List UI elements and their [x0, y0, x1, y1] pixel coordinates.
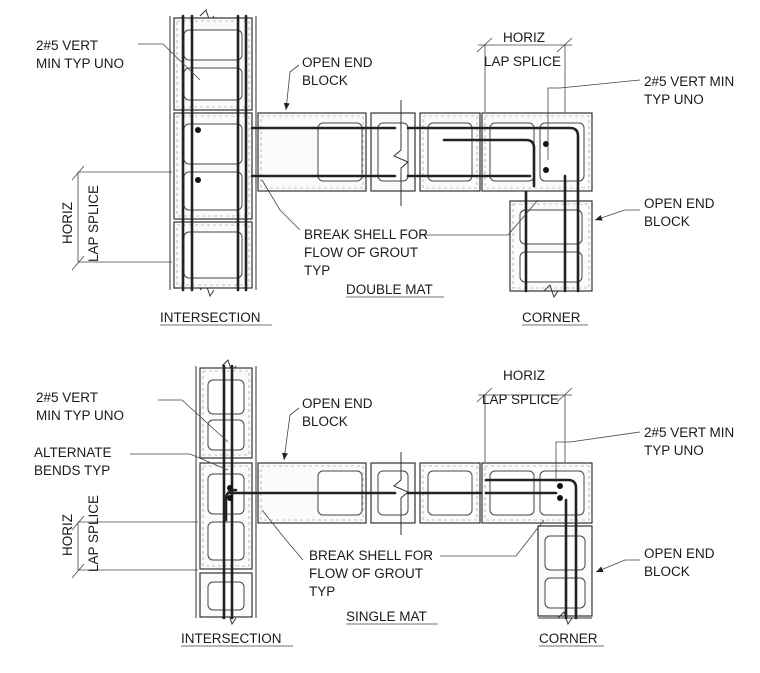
- intersection-wall-top: [169, 9, 257, 298]
- double-mat-detail: 2#5 VERT MIN TYP UNO OPEN END BLOCK HORI…: [36, 9, 734, 326]
- single-mat-detail: 2#5 VERT MIN TYP UNO OPEN END BLOCK ALTE…: [34, 359, 734, 647]
- corner-wall-bottom: [481, 462, 593, 626]
- horiz-lap-label-top-line1: HORIZ: [503, 368, 545, 383]
- corner-label: CORNER: [539, 631, 598, 646]
- open-end-block-right-line2: BLOCK: [644, 214, 690, 229]
- vert-bar-label-right-line1: 2#5 VERT MIN: [644, 425, 734, 440]
- vert-bar-label-left-line2: MIN TYP UNO: [36, 408, 124, 423]
- alternate-bends-label-line2: BENDS TYP: [34, 463, 110, 478]
- mat-type-label: SINGLE MAT: [346, 609, 427, 624]
- horizontal-wall-bottom: [224, 452, 484, 535]
- vert-bar-label-left-line1: 2#5 VERT: [36, 38, 98, 53]
- horiz-lap-side-line1: HORIZ: [60, 202, 75, 244]
- vert-bar-label-left-line2: MIN TYP UNO: [36, 56, 124, 71]
- open-end-block-label-line1: OPEN END: [302, 55, 373, 70]
- vert-bar-label-right-line1: 2#5 VERT MIN: [644, 74, 734, 89]
- horiz-lap-side-line1: HORIZ: [60, 514, 75, 556]
- vert-bar-label-left-line1: 2#5 VERT: [36, 390, 98, 405]
- horiz-lap-side-line2: LAP SPLICE: [86, 185, 101, 262]
- break-shell-label-line3: TYP: [304, 263, 330, 278]
- intersection-label: INTERSECTION: [181, 631, 282, 646]
- open-end-block-label-line2: BLOCK: [302, 414, 348, 429]
- open-end-block-label-line2: BLOCK: [302, 73, 348, 88]
- open-end-block-label-line1: OPEN END: [302, 396, 373, 411]
- corner-wall-top: [442, 112, 593, 299]
- horiz-lap-label-top-line2: LAP SPLICE: [482, 392, 559, 407]
- open-end-block-right-line1: OPEN END: [644, 196, 715, 211]
- intersection-label: INTERSECTION: [160, 310, 261, 325]
- open-end-block-right-line1: OPEN END: [644, 546, 715, 561]
- vert-bar-label-right-line2: TYP UNO: [644, 92, 704, 107]
- corner-label: CORNER: [522, 310, 581, 325]
- open-end-block-right-line2: BLOCK: [644, 564, 690, 579]
- alternate-bends-label-line1: ALTERNATE: [34, 445, 112, 460]
- break-shell-label-line1: BREAK SHELL FOR: [304, 227, 428, 242]
- horiz-lap-side-line2: LAP SPLICE: [86, 495, 101, 572]
- mat-type-label: DOUBLE MAT: [346, 282, 433, 297]
- break-shell-label-line2: FLOW OF GROUT: [309, 566, 423, 581]
- break-shell-label-line1: BREAK SHELL FOR: [309, 548, 433, 563]
- horiz-lap-label-top-line2: LAP SPLICE: [484, 54, 561, 69]
- break-shell-label-line2: FLOW OF GROUT: [304, 245, 418, 260]
- vert-bar-label-right-line2: TYP UNO: [644, 443, 704, 458]
- horiz-lap-label-top-line1: HORIZ: [503, 30, 545, 45]
- break-shell-label-line3: TYP: [309, 584, 335, 599]
